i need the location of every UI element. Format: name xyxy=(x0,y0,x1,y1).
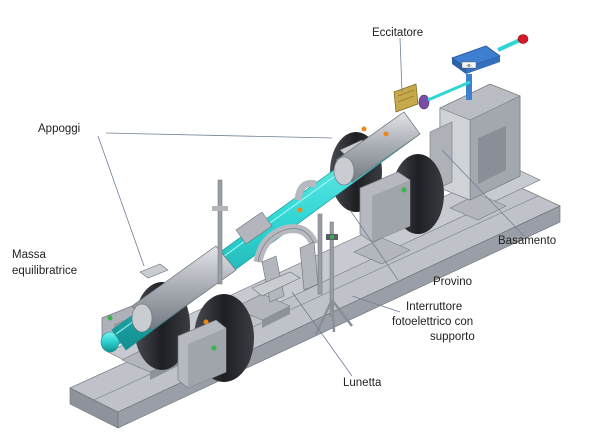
photoelectric-switch xyxy=(314,221,353,335)
vertical-posts xyxy=(212,179,323,295)
label-eccitatore: Eccitatore xyxy=(372,27,423,39)
steady-rest xyxy=(251,179,319,303)
exciter: -B- xyxy=(393,34,529,113)
label-fotoelettrico: fotoelettrico con xyxy=(392,316,473,328)
label-equilibratrice: equilibratrice xyxy=(12,265,77,277)
leader-lines xyxy=(97,37,525,377)
exciter-plate-marking: -B- xyxy=(466,63,473,68)
exciter-pedestal xyxy=(429,83,521,201)
label-supporto: supporto xyxy=(430,331,475,343)
label-appoggi: Appoggi xyxy=(38,123,80,135)
rod-sleeves xyxy=(131,111,421,333)
label-provino: Provino xyxy=(433,276,472,288)
label-interruttore: Interruttore xyxy=(406,301,462,313)
label-basamento: Basamento xyxy=(498,235,556,247)
label-massa: Massa xyxy=(12,249,46,261)
callout-labels: Eccitatore Appoggi Massa equilibratrice … xyxy=(12,27,556,389)
label-lunetta: Lunetta xyxy=(343,377,382,389)
